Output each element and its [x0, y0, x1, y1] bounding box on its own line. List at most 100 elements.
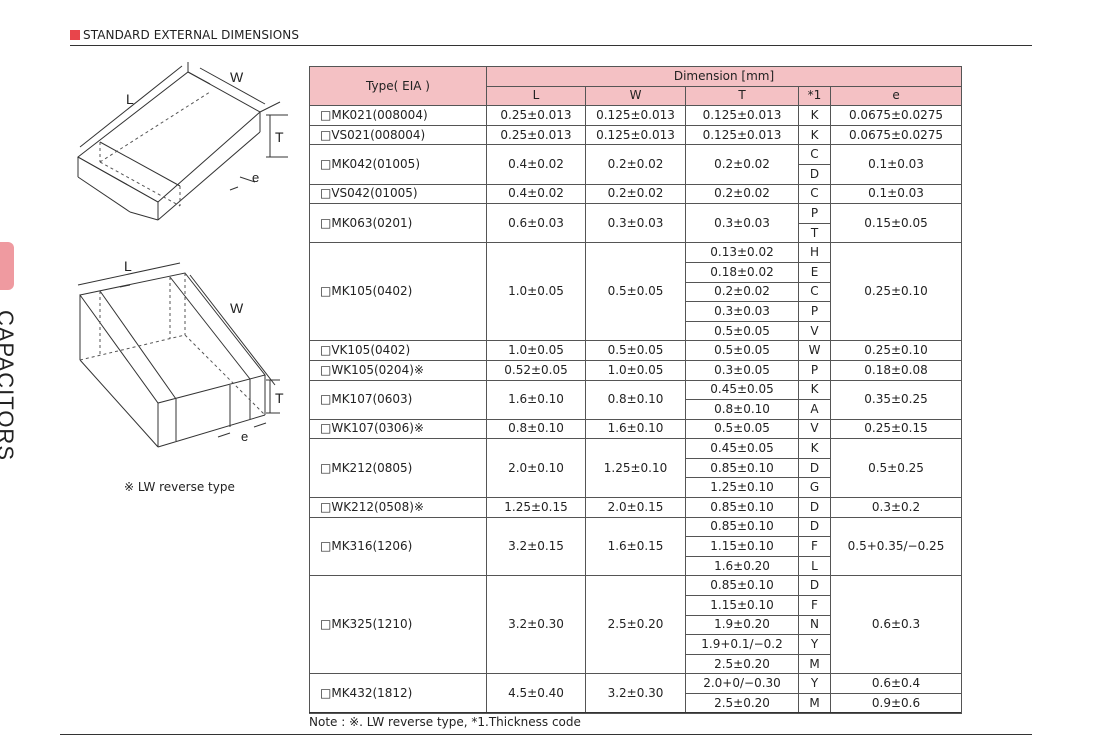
thickness-cell: 1.15±0.10	[685, 536, 799, 557]
thickness-cell: 0.85±0.10	[685, 497, 799, 518]
length-cell: 0.4±0.02	[486, 183, 586, 205]
width-cell: 2.5±0.20	[585, 575, 686, 675]
section-header: STANDARD EXTERNAL DIMENSIONS	[70, 27, 1032, 46]
thickness-code-cell: K	[798, 105, 831, 126]
e-cell: 0.5±0.25	[829, 438, 963, 499]
thickness-code-cell: L	[798, 555, 831, 577]
width-cell: 2.0±0.15	[585, 497, 686, 518]
bottom-dim-W: W	[230, 300, 244, 316]
thickness-code-cell: D	[798, 516, 831, 538]
width-cell: 0.5±0.05	[585, 340, 686, 361]
width-cell: 0.8±0.10	[585, 379, 686, 420]
thickness-code-cell: F	[798, 595, 831, 616]
thickness-cell: 0.5±0.05	[685, 340, 799, 361]
thickness-cell: 0.3±0.03	[685, 203, 799, 244]
bottom-dim-T: T	[275, 390, 284, 406]
type-cell: □MK432(1812)	[309, 673, 487, 714]
thickness-cell: 0.2±0.02	[685, 183, 799, 205]
thickness-cell: 0.3±0.03	[685, 301, 799, 322]
type-cell: □MK325(1210)	[309, 575, 487, 675]
length-cell: 2.0±0.10	[486, 438, 586, 499]
thickness-cell: 0.45±0.05	[685, 379, 799, 401]
bottom-dim-L: L	[124, 258, 132, 274]
e-cell: 0.15±0.05	[829, 203, 963, 244]
thickness-code-cell: A	[798, 399, 831, 420]
type-cell: □MK105(0402)	[309, 242, 487, 342]
thickness-cell: 0.125±0.013	[685, 124, 799, 146]
type-cell: □VK105(0402)	[309, 340, 487, 361]
side-label: CERAMIC CAPACITORS	[0, 310, 16, 461]
thickness-code-cell: N	[798, 614, 831, 636]
thickness-cell: 1.9±0.20	[685, 614, 799, 636]
length-cell: 3.2±0.15	[486, 516, 586, 577]
e-cell: 0.3±0.2	[829, 497, 963, 518]
length-cell: 3.2±0.30	[486, 575, 586, 675]
thickness-cell: 1.6±0.20	[685, 555, 799, 577]
width-cell: 0.2±0.02	[585, 144, 686, 185]
thickness-cell: 2.0+0/−0.30	[685, 673, 799, 694]
bottom-chip-diagram: L W T e	[77, 258, 284, 448]
thickness-code-cell: K	[798, 438, 831, 459]
thickness-code-cell: H	[798, 242, 831, 263]
e-cell: 0.6±0.3	[829, 575, 963, 675]
thickness-code-cell: P	[798, 359, 831, 381]
section-title: STANDARD EXTERNAL DIMENSIONS	[83, 28, 300, 42]
e-cell: 0.9±0.6	[829, 693, 963, 714]
thickness-cell: 0.13±0.02	[685, 242, 799, 263]
type-cell: □MK063(0201)	[309, 203, 487, 244]
e-cell: 0.5+0.35/−0.25	[829, 516, 963, 577]
e-cell: 0.18±0.08	[829, 359, 963, 381]
thickness-cell: 0.3±0.05	[685, 359, 799, 381]
thickness-code-cell: M	[798, 693, 831, 714]
type-header: Type( EIA )	[309, 65, 487, 107]
thickness-code-cell: T	[798, 222, 831, 244]
thickness-code-cell: K	[798, 379, 831, 401]
dimension-table: Type( EIA ) Dimension [mm] L W T *1 e □M…	[309, 65, 963, 714]
length-cell: 0.25±0.013	[486, 124, 586, 146]
width-cell: 3.2±0.30	[585, 673, 686, 714]
length-cell: 4.5±0.40	[486, 673, 586, 714]
thickness-code-cell: C	[798, 144, 831, 165]
thickness-cell: 2.5±0.20	[685, 693, 799, 714]
col-header-code: *1	[798, 85, 831, 107]
width-cell: 1.0±0.05	[585, 359, 686, 381]
thickness-cell: 1.15±0.10	[685, 595, 799, 616]
thickness-cell: 0.2±0.02	[685, 144, 799, 185]
length-cell: 0.52±0.05	[486, 359, 586, 381]
width-cell: 1.25±0.10	[585, 438, 686, 499]
type-cell: □MK107(0603)	[309, 379, 487, 420]
thickness-code-cell: P	[798, 301, 831, 322]
thickness-cell: 0.125±0.013	[685, 105, 799, 126]
e-cell: 0.25±0.10	[829, 340, 963, 361]
width-cell: 1.6±0.15	[585, 516, 686, 577]
thickness-cell: 1.9+0.1/−0.2	[685, 634, 799, 655]
top-chip-diagram: W L T e	[77, 62, 288, 221]
type-cell: □MK212(0805)	[309, 438, 487, 499]
section-marker-icon	[70, 30, 80, 40]
width-cell: 0.5±0.05	[585, 242, 686, 342]
dimension-header: Dimension [mm]	[485, 66, 963, 87]
top-dim-T: T	[275, 129, 284, 145]
width-cell: 0.125±0.013	[585, 105, 686, 126]
thickness-cell: 0.8±0.10	[685, 399, 799, 420]
table-bottom-rule	[309, 712, 961, 713]
type-cell: □VS042(01005)	[309, 183, 487, 205]
thickness-code-cell: F	[798, 536, 831, 557]
col-header-W: W	[585, 85, 686, 107]
thickness-cell: 0.5±0.05	[685, 320, 799, 342]
thickness-cell: 1.25±0.10	[685, 477, 799, 499]
thickness-cell: 0.85±0.10	[685, 457, 799, 479]
